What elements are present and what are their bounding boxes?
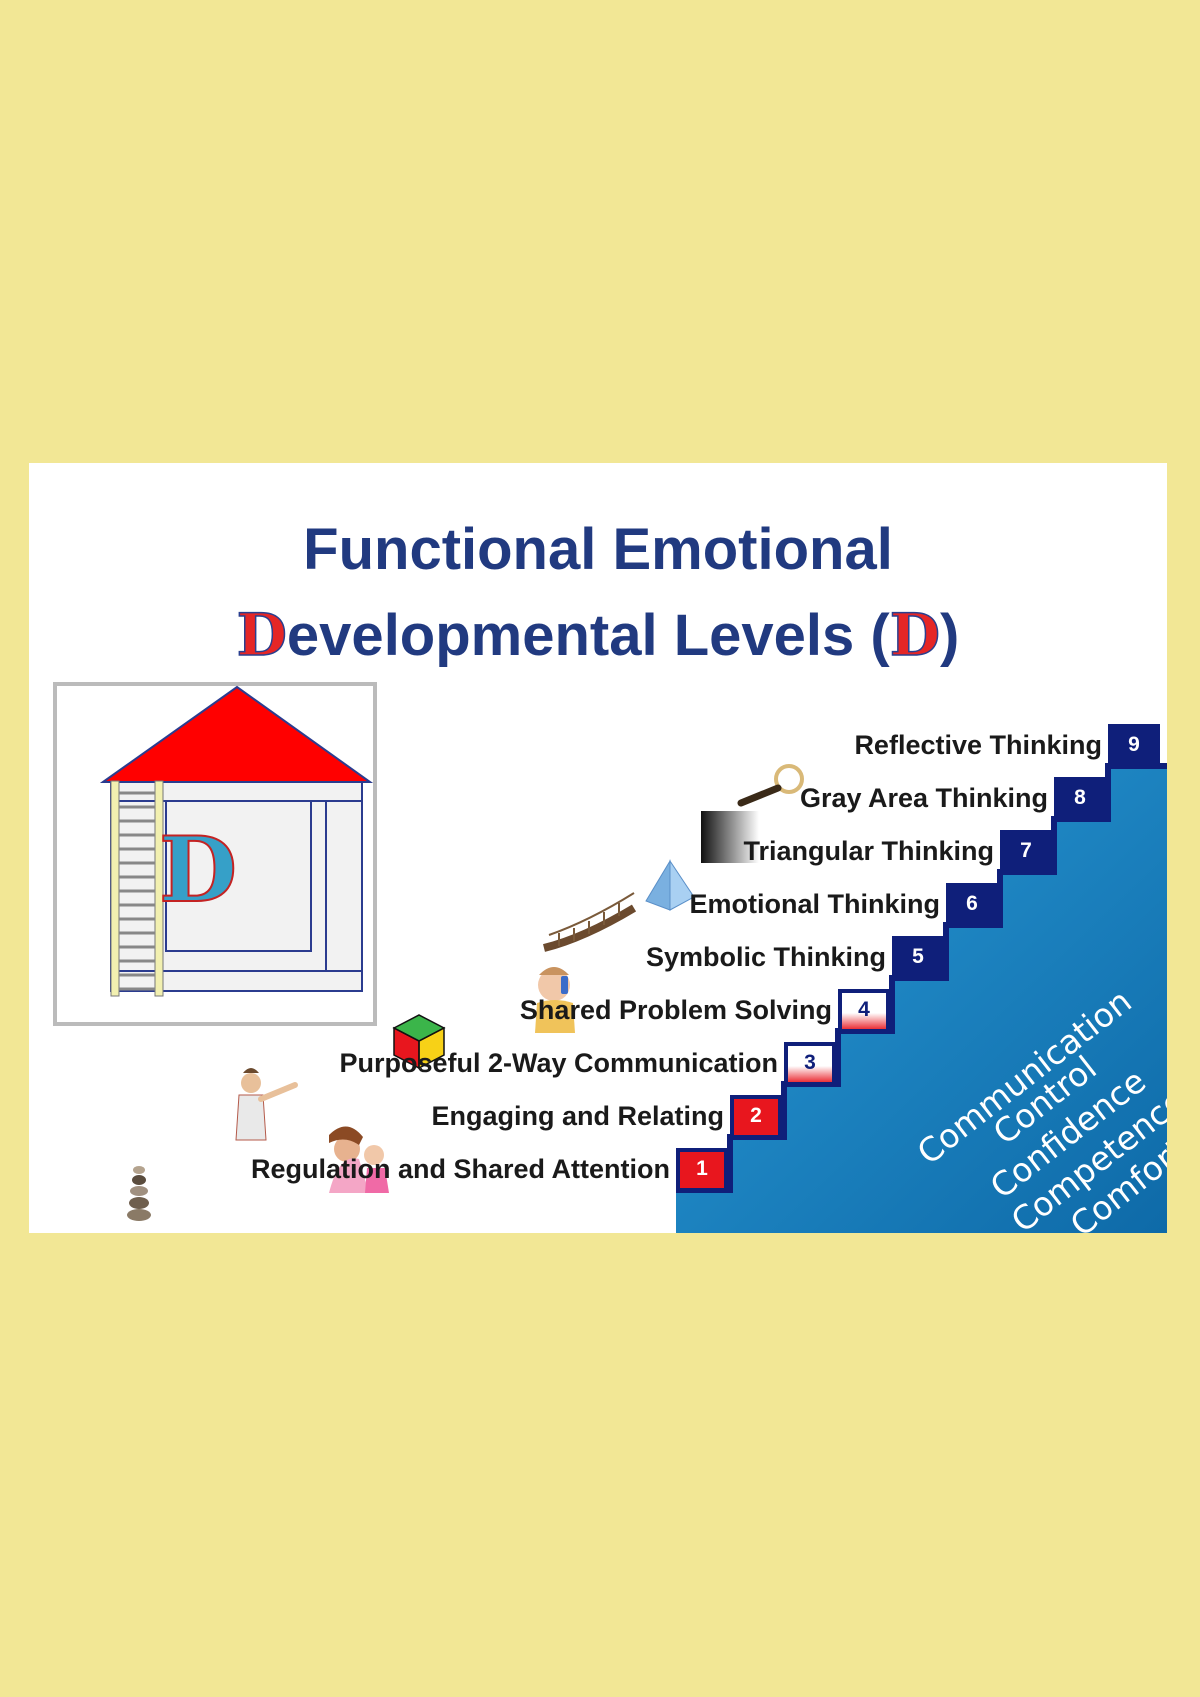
level-label-9: Reflective Thinking — [854, 730, 1102, 760]
level-box-2 — [730, 1095, 782, 1139]
level-box-9 — [1108, 724, 1160, 768]
title-text-2: evelopmental Levels ( — [286, 603, 890, 668]
level-label-3: Purposeful 2-Way Communication — [339, 1048, 778, 1078]
gray-gradient-icon — [701, 811, 759, 863]
level-label-5: Symbolic Thinking — [645, 942, 886, 972]
level-label-8: Gray Area Thinking — [799, 783, 1048, 813]
level-number-3: 3 — [804, 1051, 816, 1074]
level-number-7: 7 — [1020, 839, 1032, 862]
stacked-stones-icon — [127, 1166, 151, 1221]
pointing-child-icon — [235, 1068, 298, 1141]
level-number-4: 4 — [858, 998, 870, 1021]
title-close-paren: ) — [940, 603, 960, 668]
level-label-2: Engaging and Relating — [431, 1101, 724, 1131]
level-label-1: Regulation and Shared Attention — [250, 1154, 670, 1184]
staircase — [127, 724, 1167, 1233]
house-frame — [53, 682, 377, 1026]
ladder — [110, 780, 164, 997]
title-line-1: Functional Emotional — [29, 518, 1167, 582]
rope-bridge-icon — [543, 892, 637, 952]
level-box-8 — [1054, 777, 1106, 821]
level-number-5: 5 — [912, 945, 924, 968]
magnifying-glass-icon — [737, 764, 804, 807]
title-line-2: Developmental Levels (D) — [29, 601, 1167, 669]
level-label-6: Emotional Thinking — [689, 889, 941, 919]
staircase-body — [676, 766, 1167, 1233]
pyramid-icon — [645, 859, 695, 911]
level-number-1: 1 — [696, 1157, 708, 1180]
house-illustration — [53, 682, 377, 1026]
level-number-6: 6 — [966, 892, 978, 915]
diagram-card: Functional Emotional Developmental Level… — [29, 463, 1167, 1233]
level-box-4 — [838, 989, 890, 1033]
level-box-5 — [892, 936, 944, 980]
level-box-6 — [946, 883, 998, 927]
baby-with-phone-icon — [535, 967, 575, 1033]
title-d-mark: D — [236, 601, 288, 669]
title-d-mark-end: D — [889, 601, 941, 669]
title-text-1: Functional Emotional — [303, 517, 893, 582]
level-box-1 — [676, 1148, 728, 1192]
level-number-9: 9 — [1128, 733, 1140, 756]
house-window — [165, 800, 312, 952]
house-d-letter: D — [158, 817, 238, 923]
level-box-7 — [1000, 830, 1052, 874]
level-number-2: 2 — [750, 1104, 762, 1127]
level-label-7: Triangular Thinking — [743, 836, 994, 866]
level-label-4: Shared Problem Solving — [519, 995, 832, 1025]
level-number-8: 8 — [1074, 786, 1086, 809]
rubiks-cube-icon — [392, 1014, 446, 1070]
mother-and-baby-icon — [329, 1126, 389, 1193]
level-box-3 — [784, 1042, 836, 1086]
